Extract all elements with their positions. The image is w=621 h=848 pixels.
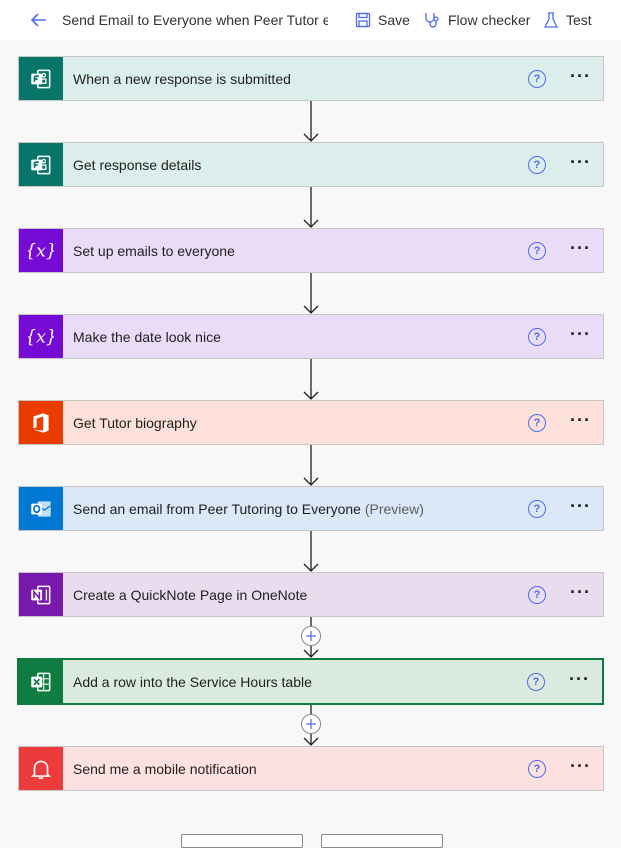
step-title-text: Set up emails to everyone [73,242,235,259]
flow-step-card[interactable]: Send me a mobile notification? ··· [18,746,604,791]
insert-step-plus-icon[interactable] [301,714,321,734]
step-title[interactable]: Send an email from Peer Tutoring to Ever… [73,501,528,517]
save-bottom-button[interactable] [321,834,443,848]
new-step-button[interactable] [181,834,303,848]
step-title[interactable]: Add a row into the Service Hours table [73,674,527,690]
test-label: Test [566,12,592,28]
variable-icon [19,229,63,272]
step-title[interactable]: When a new response is submitted [73,71,528,87]
stethoscope-icon [425,13,439,28]
help-icon[interactable]: ? [528,241,547,260]
flow-title: Send Email to Everyone when Peer Tutor e… [62,12,328,28]
flow-step-card[interactable]: Get Tutor biography? ··· [18,400,604,445]
flow-checker-button[interactable]: Flow checker [423,8,530,32]
help-icon[interactable]: ? [528,69,547,88]
excel-icon [19,660,63,703]
connector-arrow [303,531,319,572]
insert-step-plus-icon[interactable] [301,626,321,646]
flow-step-card[interactable]: Make the date look nice? ··· [18,314,604,359]
flow-step-card[interactable]: When a new response is submitted? ··· [18,56,604,101]
step-title-text: Send an email from Peer Tutoring to Ever… [73,500,361,517]
more-options-icon[interactable]: ··· [570,151,591,172]
save-label: Save [378,12,410,28]
outlook-icon [19,487,63,530]
back-arrow-icon[interactable] [27,8,51,32]
flow-step-card[interactable]: Send an email from Peer Tutoring to Ever… [18,486,604,531]
help-icon[interactable]: ? [527,672,546,691]
step-title[interactable]: Set up emails to everyone [73,243,528,259]
flow-checker-label: Flow checker [448,12,531,28]
step-title-text: When a new response is submitted [73,70,291,87]
flow-step-card[interactable]: Add a row into the Service Hours table? ·… [17,658,604,705]
step-title[interactable]: Create a QuickNote Page in OneNote [73,587,528,603]
step-title[interactable]: Send me a mobile notification [73,761,528,777]
step-title-text: Create a QuickNote Page in OneNote [73,586,308,603]
flow-step-card[interactable]: Create a QuickNote Page in OneNote? ··· [18,572,604,617]
flow-step-card[interactable]: Set up emails to everyone? ··· [18,228,604,273]
onenote-icon [19,573,63,616]
more-options-icon[interactable]: ··· [570,495,591,516]
flow-step-card[interactable]: Get response details? ··· [18,142,604,187]
test-button[interactable]: Test [543,8,592,32]
preview-tag: (Preview) [364,500,424,517]
help-icon[interactable]: ? [528,413,547,432]
step-title-text: Send me a mobile notification [73,760,257,777]
step-title-text: Get Tutor biography [73,414,197,431]
help-icon[interactable]: ? [528,327,547,346]
office-icon [19,401,63,444]
connector-arrow [303,445,319,486]
step-title-text: Get response details [73,156,202,173]
connector-arrow [303,101,319,142]
bell-icon [19,747,63,790]
help-icon[interactable]: ? [528,759,547,778]
forms-icon [19,57,63,100]
more-options-icon[interactable]: ··· [570,409,591,430]
forms-icon [19,143,63,186]
more-options-icon[interactable]: ··· [570,755,591,776]
flask-icon [543,12,559,28]
connector-arrow [303,187,319,228]
step-title[interactable]: Make the date look nice [73,329,528,345]
save-icon [355,12,371,28]
step-title[interactable]: Get response details [73,157,528,173]
save-button[interactable]: Save [355,8,410,32]
help-icon[interactable]: ? [528,499,547,518]
more-options-icon[interactable]: ··· [569,668,590,689]
step-title[interactable]: Get Tutor biography [73,415,528,431]
more-options-icon[interactable]: ··· [570,237,591,258]
more-options-icon[interactable]: ··· [570,323,591,344]
step-title-text: Add a row into the Service Hours table [73,673,312,690]
more-options-icon[interactable]: ··· [570,581,591,602]
connector-arrow [303,273,319,314]
help-icon[interactable]: ? [528,155,547,174]
step-title-text: Make the date look nice [73,328,221,345]
connector-arrow [303,359,319,400]
more-options-icon[interactable]: ··· [570,65,591,86]
variable-icon [19,315,63,358]
command-bar: Send Email to Everyone when Peer Tutor e… [0,0,621,40]
help-icon[interactable]: ? [528,585,547,604]
